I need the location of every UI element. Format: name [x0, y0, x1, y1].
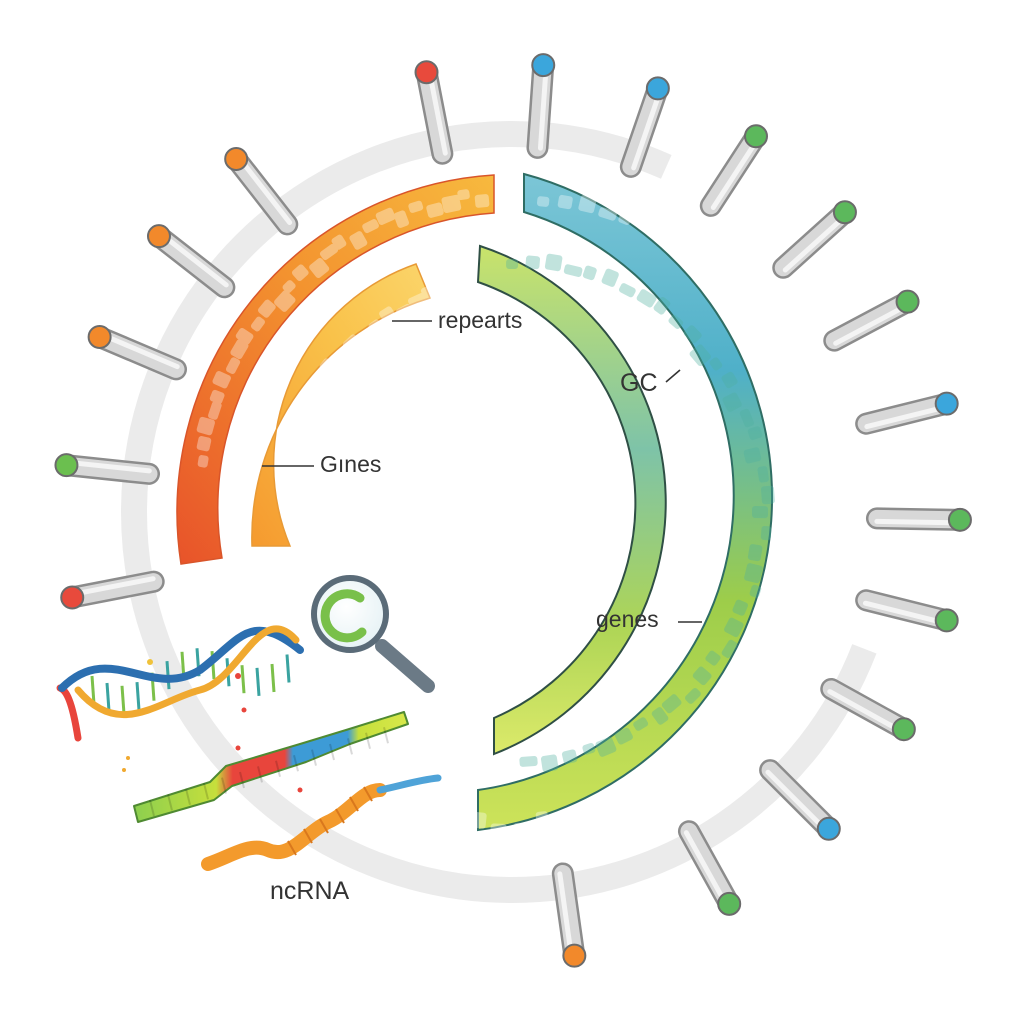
- tick-cap-dot: [645, 76, 670, 101]
- tick-cap-dot: [891, 717, 916, 742]
- tick-cap-dot: [832, 200, 857, 225]
- radial-tick: [54, 453, 160, 485]
- radial-tick: [865, 507, 972, 532]
- genes-left-label: Gınes: [320, 451, 381, 477]
- chromosome-icon: [133, 711, 409, 823]
- gc-label: GC: [620, 369, 658, 397]
- radial-tick: [87, 324, 188, 381]
- outer-track-ring: [121, 121, 903, 903]
- tick-cap-dot: [947, 507, 972, 532]
- left-inner-arc: [251, 263, 432, 547]
- dna-helix-icon: [56, 625, 304, 760]
- radial-tick: [146, 224, 236, 299]
- repeats-label: repearts: [438, 307, 522, 333]
- radial-tick: [414, 60, 454, 165]
- radial-ticks: [54, 53, 972, 968]
- tick-cap-dot: [414, 60, 439, 85]
- radial-tick: [677, 820, 742, 916]
- radial-tick: [224, 146, 299, 236]
- tick-cap-dot: [54, 453, 79, 478]
- tick-cap-dot: [934, 608, 959, 633]
- radial-tick: [551, 862, 587, 968]
- tick-cap-dot: [743, 124, 768, 149]
- arc-texture: [196, 189, 836, 837]
- decorative-dots: [122, 745, 303, 793]
- magnifying-glass-icon: [311, 575, 435, 693]
- tick-cap-dot: [224, 146, 249, 171]
- right-inner-arc: [476, 244, 667, 756]
- tick-cap-dot: [60, 585, 85, 610]
- right-outer-arc: [477, 172, 774, 832]
- radial-tick: [759, 759, 841, 841]
- radial-tick: [772, 200, 857, 279]
- tick-cap-dot: [531, 53, 556, 78]
- ncrna-strand-icon: [201, 774, 442, 871]
- tick-cap-dot: [146, 224, 171, 249]
- left-outer-arc: [176, 174, 495, 565]
- radial-tick: [60, 570, 165, 610]
- radial-tick: [699, 124, 768, 217]
- genes-right-label: genes: [596, 606, 659, 632]
- tick-cap-dot: [816, 816, 841, 841]
- gc-leader-line: [665, 369, 681, 383]
- radial-tick: [855, 589, 959, 633]
- ncrna-label: ncRNA: [270, 877, 350, 905]
- radial-tick: [526, 53, 556, 159]
- radial-tick: [823, 289, 920, 352]
- tick-cap-dot: [895, 289, 920, 314]
- radial-tick: [855, 391, 959, 435]
- tick-cap-dot: [562, 943, 587, 968]
- tick-cap-dot: [934, 391, 959, 416]
- radial-tick: [619, 76, 670, 178]
- radial-tick: [820, 677, 916, 742]
- tick-cap-dot: [717, 891, 742, 916]
- tick-cap-dot: [87, 324, 112, 349]
